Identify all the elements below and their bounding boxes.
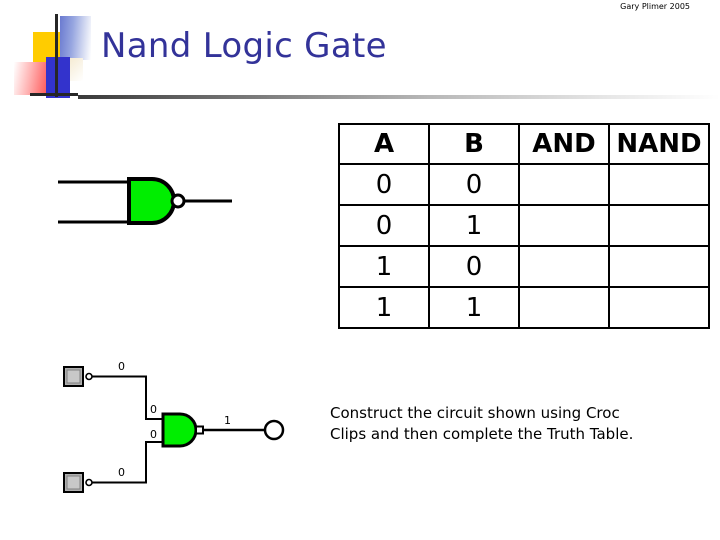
nand-gate-svg <box>58 177 232 225</box>
gate-body <box>127 177 176 225</box>
switch-bottom[interactable] <box>63 472 84 493</box>
label-switch-bottom-value: 0 <box>118 466 125 479</box>
truth-table: A B AND NAND 0 0 0 1 1 0 1 1 <box>338 123 710 329</box>
table-header-row: A B AND NAND <box>338 123 710 165</box>
cell-and[interactable] <box>518 286 610 329</box>
cell-and[interactable] <box>518 163 610 206</box>
title-underline <box>78 95 720 99</box>
nand-gate-symbol <box>50 160 240 240</box>
cell-and[interactable] <box>518 245 610 288</box>
cell-b: 0 <box>428 245 520 288</box>
circuit-diagram: 0 0 0 0 1 <box>58 358 308 503</box>
circuit-inversion-bubble-icon <box>195 425 204 435</box>
page-title: Nand Logic Gate <box>101 26 387 66</box>
circuit-gate-body[interactable] <box>161 412 198 448</box>
cell-a: 1 <box>338 286 430 329</box>
cell-b: 1 <box>428 204 520 247</box>
table-row: 0 0 <box>338 163 710 206</box>
cell-b: 1 <box>428 286 520 329</box>
cell-nand[interactable] <box>608 204 710 247</box>
cell-and[interactable] <box>518 204 610 247</box>
label-switch-top-value: 0 <box>118 360 125 373</box>
switch-top-terminal-icon[interactable] <box>85 372 93 381</box>
circuit-svg: 0 0 0 0 1 <box>63 360 285 493</box>
blue-square-icon <box>46 57 70 98</box>
header-b: B <box>428 123 520 165</box>
switch-top[interactable] <box>63 366 84 387</box>
cell-nand[interactable] <box>608 286 710 329</box>
cell-a: 0 <box>338 204 430 247</box>
table-row: 1 1 <box>338 286 710 329</box>
label-gate-input-top-value: 0 <box>150 403 157 416</box>
cell-nand[interactable] <box>608 163 710 206</box>
cell-a: 1 <box>338 245 430 288</box>
output-lamp-icon[interactable] <box>263 419 285 441</box>
wire-top <box>92 375 163 420</box>
vertical-rule-icon <box>55 14 58 97</box>
author-credit: Gary Plimer 2005 <box>620 2 690 11</box>
header-decoration <box>0 0 110 110</box>
wire-bottom <box>92 441 163 484</box>
header-a: A <box>338 123 430 165</box>
horizontal-rule-icon <box>30 93 78 96</box>
header-and: AND <box>518 123 610 165</box>
switch-bottom-terminal-icon[interactable] <box>85 478 93 487</box>
table-row: 1 0 <box>338 245 710 288</box>
inversion-bubble-icon <box>170 193 186 209</box>
cell-nand[interactable] <box>608 245 710 288</box>
instruction-text: Construct the circuit shown using Croc C… <box>330 404 634 443</box>
label-gate-input-bottom-value: 0 <box>150 428 157 441</box>
header-nand: NAND <box>608 123 710 165</box>
table-row: 0 1 <box>338 204 710 247</box>
cell-b: 0 <box>428 163 520 206</box>
label-output-value: 1 <box>224 414 231 427</box>
blue-gradient-rect-icon <box>60 16 91 60</box>
cell-a: 0 <box>338 163 430 206</box>
